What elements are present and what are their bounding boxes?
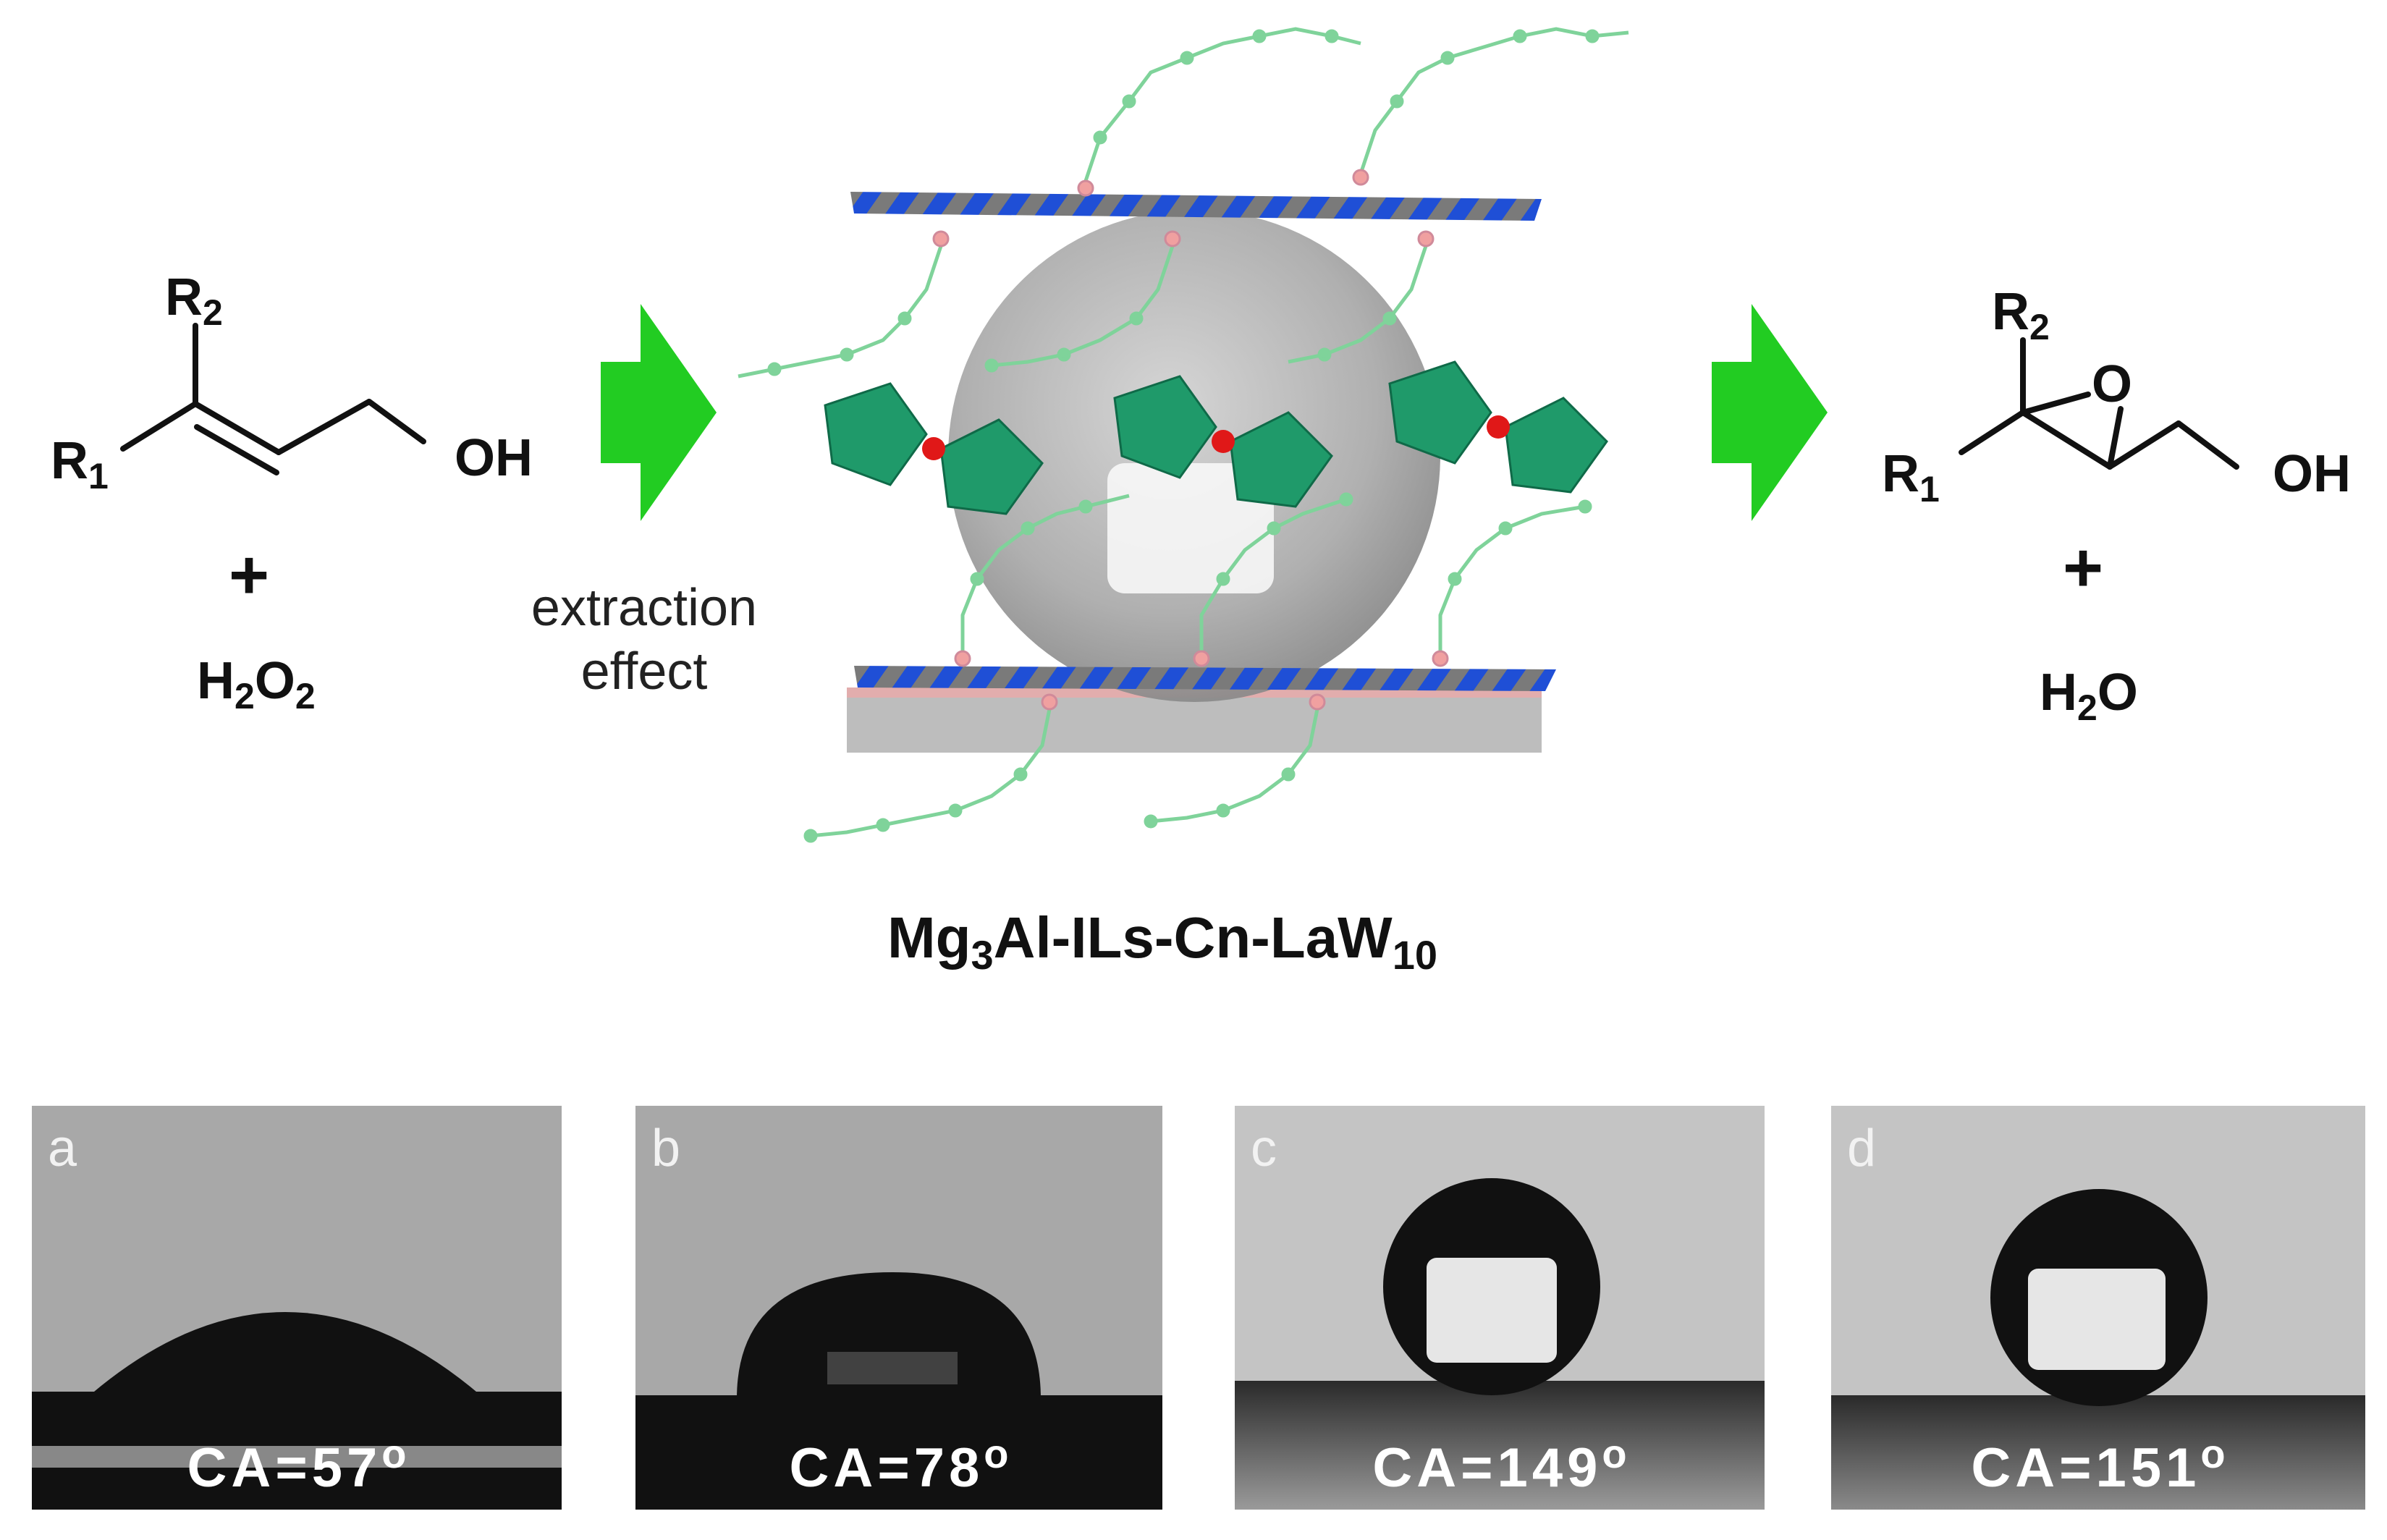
product-r2-label: R2 (1992, 283, 2050, 347)
contact-angle-panel-d: d CA=151o (1831, 1106, 2365, 1510)
panel-c-label: c (1251, 1120, 1277, 1177)
right-reaction-arrow (1712, 304, 1828, 521)
panel-a-contact-angle: CA=57o (187, 1431, 407, 1499)
contact-angle-panel-c: c CA=149o (1235, 1106, 1765, 1510)
panel-b-contact-angle: CA=78o (789, 1431, 1009, 1499)
anchor-groups (932, 169, 1449, 711)
lanthanide-polyoxometalate-2 (1113, 375, 1333, 508)
contact-angle-panel-b: b CA=78o (635, 1106, 1162, 1510)
product-r1-label: R1 (1882, 445, 1940, 509)
reactant-plus: + (229, 536, 270, 614)
reactant-oh-label: OH (455, 429, 533, 487)
lanthanide-polyoxometalate-1 (824, 382, 1044, 515)
catalyst-caption: Mg3Al-ILs-Cn-LaW10 (887, 905, 1437, 978)
reactant-structure (120, 323, 426, 475)
panel-c-contact-angle: CA=149o (1372, 1431, 1627, 1499)
ldh-top-layer (850, 192, 1542, 221)
product-plus: + (2063, 529, 2104, 606)
product-structure (1959, 337, 2239, 470)
panel-a-label: a (48, 1120, 77, 1177)
oxidant-h2o2-label: H2O2 (197, 652, 316, 716)
contact-angle-panel-a: a CA=57o (32, 1106, 562, 1510)
panel-b-label: b (651, 1120, 681, 1177)
product-epoxide-o-label: O (2092, 355, 2133, 413)
panel-d-contact-angle: CA=151o (1971, 1431, 2226, 1499)
left-reaction-arrow (601, 304, 717, 521)
catalyst-illustration (738, 27, 1629, 843)
reactant-r1-label: R1 (51, 432, 109, 496)
lanthanide-polyoxometalate-3 (1388, 360, 1608, 494)
reactant-r2-label: R2 (165, 268, 223, 333)
alkyl-chains (738, 27, 1629, 843)
water-label: H2O (2040, 664, 2138, 728)
extraction-effect-label: extraction effect (531, 579, 758, 701)
product-oh-label: OH (2273, 445, 2351, 503)
panel-d-label: d (1847, 1120, 1877, 1177)
ldh-bottom-layer (854, 666, 1556, 691)
